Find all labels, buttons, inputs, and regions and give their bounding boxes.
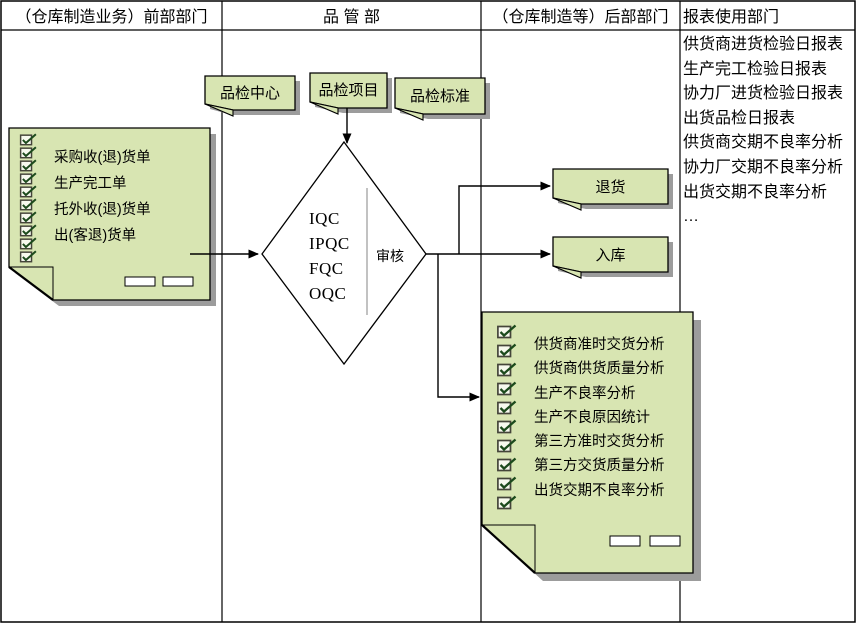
decision-lines: IQC IPQC FQC OQC bbox=[309, 206, 350, 306]
instock-shape bbox=[552, 236, 669, 279]
doc-field-blank bbox=[162, 276, 194, 287]
lane-header-report-users: 报表使用部门 bbox=[683, 9, 780, 26]
analysis-doc-shape bbox=[481, 311, 694, 574]
instock-label: 入库 bbox=[595, 247, 626, 264]
qc-center-shape bbox=[204, 75, 296, 117]
source-doc-list: 采购收(退)货单 生产完工单 托外收(退)货单 出(客退)货单 bbox=[54, 145, 151, 249]
list-item: 生产完工检验日报表 bbox=[683, 60, 828, 78]
list-item: … bbox=[683, 208, 699, 226]
source-doc-shape bbox=[8, 127, 211, 301]
decision-side-label: 审核 bbox=[376, 248, 404, 264]
qc-item-shape bbox=[309, 72, 388, 115]
lane-header-front-dept: （仓库制造业务）前部部门 bbox=[15, 9, 208, 26]
list-item: 出货交期不良率分析 bbox=[683, 183, 828, 201]
list-item: 出货交期不良率分析 bbox=[534, 482, 665, 499]
lane-header-rear-dept: （仓库制造等）后部部门 bbox=[492, 9, 669, 26]
connector-decision-to-analysis bbox=[437, 254, 480, 402]
list-item: 协力厂进货检验日报表 bbox=[683, 85, 844, 103]
decision-line: IQC bbox=[309, 209, 340, 228]
list-item: 供货商进货检验日报表 bbox=[683, 36, 844, 53]
connectors bbox=[190, 108, 551, 402]
decision-line: IPQC bbox=[309, 234, 350, 253]
decision-line: OQC bbox=[309, 284, 347, 303]
doc-field-blank bbox=[124, 276, 156, 287]
list-item: 协力厂交期不良率分析 bbox=[683, 158, 844, 176]
qc-center-label: 品检中心 bbox=[219, 84, 280, 102]
list-item: 生产完工单 bbox=[54, 176, 127, 192]
list-item: 供货商交期不良率分析 bbox=[683, 134, 844, 152]
list-item: 供货商供货质量分析 bbox=[534, 361, 665, 378]
list-item: 供货商准时交货分析 bbox=[534, 337, 665, 353]
list-item: 出货品检日报表 bbox=[683, 109, 796, 127]
list-item: 第三方交货质量分析 bbox=[534, 458, 665, 475]
return-label: 退货 bbox=[595, 179, 626, 196]
doc-field-blank bbox=[649, 535, 681, 547]
lane-header-quality-dept: 品 管 部 bbox=[323, 9, 380, 26]
list-item: 生产不良率分析 bbox=[534, 385, 636, 402]
qc-item-label: 品检项目 bbox=[318, 82, 379, 99]
qc-standard-label: 品检标准 bbox=[409, 87, 470, 105]
analysis-doc-list: 供货商准时交货分析 供货商供货质量分析 生产不良率分析 生产不良原因统计 第三方… bbox=[534, 333, 665, 503]
list-item: 第三方准时交货分析 bbox=[534, 434, 665, 451]
qc-standard-shape bbox=[394, 77, 486, 121]
list-item: 出(客退)货单 bbox=[54, 228, 137, 244]
report-list: 供货商进货检验日报表 生产完工检验日报表 协力厂进货检验日报表 出货品检日报表 … bbox=[683, 33, 843, 230]
return-shape bbox=[552, 168, 669, 211]
decision-line: FQC bbox=[309, 259, 344, 278]
decision-diamond bbox=[261, 140, 427, 366]
connector-decision-to-return bbox=[458, 181, 551, 254]
list-item: 生产不良原因统计 bbox=[534, 409, 650, 426]
list-item: 采购收(退)货单 bbox=[54, 150, 151, 166]
doc-field-blank bbox=[609, 535, 641, 547]
list-item: 托外收(退)货单 bbox=[54, 202, 151, 218]
